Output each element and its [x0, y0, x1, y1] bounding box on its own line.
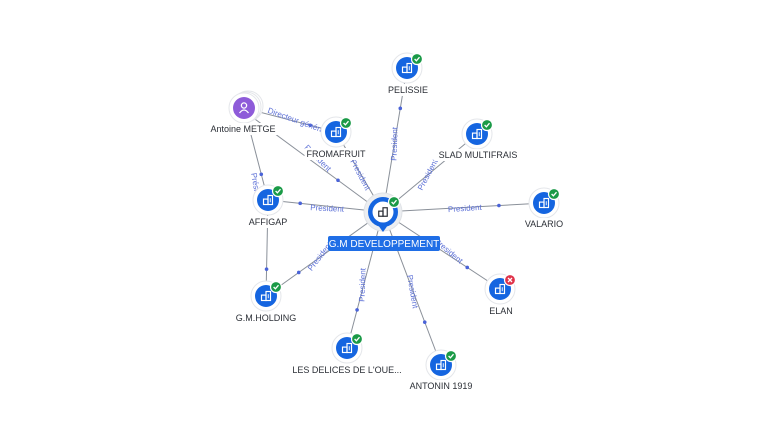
building-icon — [401, 62, 413, 74]
nodes-layer: PELISSIE FROMAFRUIT SLAD MULTIFRAIS VALARIO… — [203, 52, 568, 392]
edge-label: President — [416, 157, 440, 192]
node-label: SLAD MULTIFRAIS — [439, 150, 518, 160]
edge-arrow — [308, 123, 313, 128]
edge-arrow — [355, 308, 359, 312]
node-label: ANTONIN 1919 — [410, 381, 473, 391]
building-icon — [538, 197, 550, 209]
node-label: AFFIGAP — [249, 217, 288, 227]
edge-label: President — [310, 203, 345, 214]
active-status-icon — [480, 118, 494, 132]
active-status-icon — [339, 116, 353, 130]
node-elan[interactable]: ELAN — [484, 273, 517, 317]
building-icon — [378, 207, 388, 217]
node-label: Antoine METGE — [210, 124, 275, 134]
node-label: VALARIO — [525, 219, 563, 229]
edge-label: President — [405, 274, 420, 310]
edge-label: President — [448, 203, 483, 214]
edge-arrow — [398, 106, 403, 111]
active-status-icon — [444, 349, 458, 363]
building-icon — [494, 283, 506, 295]
node-gmholding[interactable]: G.M.HOLDING — [231, 280, 301, 324]
node-valario[interactable]: VALARIO — [520, 187, 568, 230]
edge-gmholding — [265, 211, 384, 297]
node-label: ELAN — [489, 306, 513, 316]
building-icon — [435, 359, 447, 371]
person-icon — [238, 102, 250, 114]
active-status-icon — [271, 184, 285, 198]
edge-arrow — [296, 270, 301, 275]
active-status-icon — [387, 195, 401, 209]
building-icon — [330, 126, 342, 138]
edge-arrow — [465, 265, 470, 270]
edge-label: President — [357, 267, 367, 302]
edge-label: President — [348, 158, 372, 193]
edge-arrow — [259, 172, 264, 177]
node-fromafruit[interactable]: FROMAFRUIT — [304, 116, 368, 160]
edge-arrow — [336, 178, 340, 183]
center-node-label: G.M DEVELOPPEMENT — [329, 239, 440, 250]
edge-arrow — [497, 203, 501, 208]
building-icon — [471, 128, 483, 140]
node-label: G.M.HOLDING — [236, 313, 297, 323]
node-center-gm-developpement[interactable]: G.M DEVELOPPEMENT — [328, 192, 440, 251]
node-person-antoine-metge[interactable]: Antoine METGE — [203, 90, 283, 135]
active-status-icon — [547, 187, 561, 201]
node-delices[interactable]: LES DELICES DE L'OUE... — [281, 332, 413, 376]
node-pelissie[interactable]: PELISSIE — [381, 52, 435, 96]
edge-delices — [346, 211, 384, 349]
active-status-icon — [350, 332, 364, 346]
edge-arrow — [264, 267, 269, 271]
edge-elan — [382, 211, 501, 290]
building-icon — [262, 194, 274, 206]
active-status-icon — [410, 52, 424, 66]
edge-label: President — [389, 126, 399, 161]
closed-status-icon — [503, 273, 517, 287]
node-antonin[interactable]: ANTONIN 1919 — [404, 349, 478, 392]
node-affigap[interactable]: AFFIGAP — [244, 184, 292, 228]
node-label: PELISSIE — [388, 85, 428, 95]
edge-arrow — [422, 320, 427, 324]
node-slad[interactable]: SLAD MULTIFRAIS — [433, 118, 523, 161]
node-label: FROMAFRUIT — [307, 149, 366, 159]
edge-valario — [382, 202, 545, 213]
node-label: LES DELICES DE L'OUE... — [292, 365, 401, 375]
building-icon — [260, 290, 272, 302]
active-status-icon — [269, 280, 283, 294]
edge-arrow — [298, 201, 303, 206]
building-icon — [341, 342, 353, 354]
